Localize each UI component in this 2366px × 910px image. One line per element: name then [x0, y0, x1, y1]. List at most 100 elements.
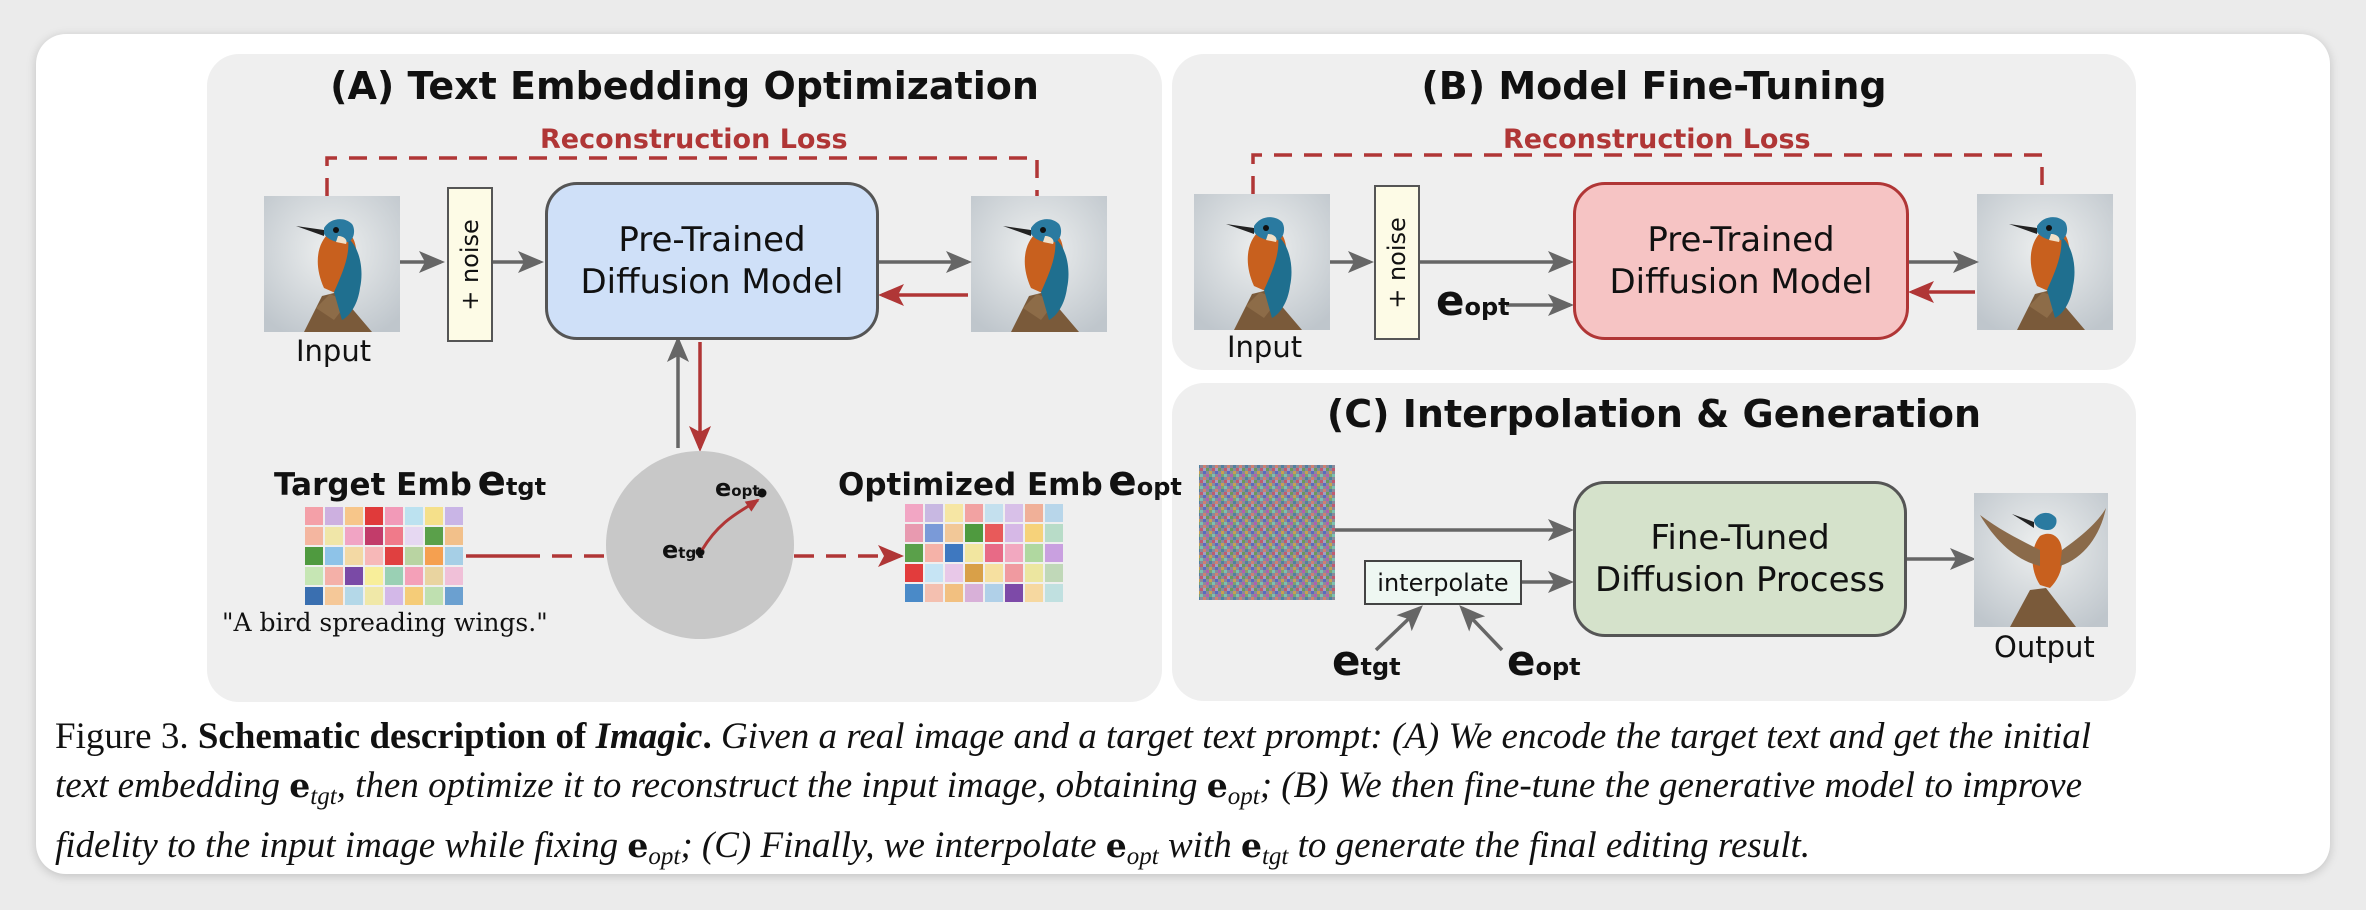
embedding-cell: [405, 507, 423, 525]
embedding-cell: [345, 527, 363, 545]
caption-line-1: Figure 3. Schematic description of Imagi…: [55, 716, 2091, 757]
embedding-cell: [905, 544, 923, 562]
panel-c-etgt-label: etgt: [1332, 636, 1401, 685]
embedding-cell: [325, 527, 343, 545]
model-a-line1: Pre-Trained: [618, 220, 806, 260]
panel-b-eopt-label: eopt: [1436, 276, 1510, 325]
target-embedding-grid: [305, 507, 463, 605]
embedding-cell: [425, 527, 443, 545]
embedding-cell: [985, 524, 1003, 542]
embedding-cell: [905, 504, 923, 522]
embedding-cell: [1045, 524, 1063, 542]
embedding-cell: [1045, 564, 1063, 582]
arrow-etgt-to-interp: [1374, 605, 1423, 652]
embedding-cell: [445, 527, 463, 545]
embedding-cell: [405, 527, 423, 545]
embedding-space-circle: [606, 451, 794, 639]
embedding-cell: [365, 527, 383, 545]
embedding-cell: [365, 567, 383, 585]
process-line2: Diffusion Process: [1595, 560, 1885, 600]
embedding-cell: [945, 544, 963, 562]
pretrained-model-a: Pre-Trained Diffusion Model: [545, 182, 879, 340]
embedding-cell: [445, 567, 463, 585]
arrow-eopt-to-interp: [1459, 605, 1504, 652]
embedding-cell: [385, 587, 403, 605]
noise-label-a: + noise: [456, 218, 484, 311]
embedding-cell: [1005, 524, 1023, 542]
prompt-text: "A bird spreading wings.": [222, 608, 548, 637]
embedding-cell: [445, 547, 463, 565]
embedding-cell: [905, 524, 923, 542]
embedding-cell: [385, 567, 403, 585]
embedding-cell: [925, 564, 943, 582]
embedding-cell: [305, 507, 323, 525]
embedding-cell: [305, 567, 323, 585]
embedding-cell: [985, 584, 1003, 602]
embedding-cell: [945, 564, 963, 582]
pretrained-model-b: Pre-Trained Diffusion Model: [1573, 182, 1909, 340]
embedding-cell: [325, 507, 343, 525]
embedding-cell: [305, 587, 323, 605]
embedding-cell: [425, 547, 443, 565]
embedding-cell: [305, 527, 323, 545]
embedding-cell: [365, 507, 383, 525]
embedding-cell: [345, 507, 363, 525]
circle-eopt-label: eopt: [715, 474, 760, 502]
embedding-cell: [345, 587, 363, 605]
caption-line-2: text embedding etgt, then optimize it to…: [55, 765, 2083, 810]
embedding-cell: [1005, 564, 1023, 582]
embedding-cell: [445, 507, 463, 525]
embedding-cell: [965, 524, 983, 542]
output-image: [1974, 493, 2108, 627]
embedding-cell: [1045, 584, 1063, 602]
embedding-cell: [405, 567, 423, 585]
reconstruction-loss-line-a: [325, 156, 1039, 196]
embedding-cell: [925, 524, 943, 542]
embedding-cell: [905, 564, 923, 582]
embedding-cell: [945, 504, 963, 522]
model-b-line2: Diffusion Model: [1609, 262, 1873, 302]
embedding-cell: [1005, 584, 1023, 602]
embedding-cell: [425, 507, 443, 525]
caption-line-3: fidelity to the input image while fixing…: [55, 825, 1811, 870]
embedding-cell: [405, 547, 423, 565]
panel-b-title: (B) Model Fine-Tuning: [1421, 64, 1887, 108]
embedding-cell: [1045, 504, 1063, 522]
panel-b-loss-label: Reconstruction Loss: [1503, 124, 1811, 155]
interpolate-box: interpolate: [1364, 560, 1522, 605]
embedding-cell: [1025, 504, 1043, 522]
panel-c-eopt-label: eopt: [1507, 636, 1581, 685]
embedding-cell: [1005, 504, 1023, 522]
embedding-cell: [385, 507, 403, 525]
embedding-cell: [925, 544, 943, 562]
embedding-cell: [405, 587, 423, 605]
embedding-cell: [985, 544, 1003, 562]
panel-a-input-label: Input: [296, 334, 372, 368]
noise-box-b: + noise: [1374, 185, 1420, 340]
circle-etgt-label: etgt: [662, 536, 704, 564]
embedding-cell: [925, 584, 943, 602]
process-line1: Fine-Tuned: [1650, 518, 1830, 558]
embedding-cell: [1025, 524, 1043, 542]
embedding-cell: [325, 547, 343, 565]
embedding-cell: [1025, 544, 1043, 562]
output-label: Output: [1994, 630, 2095, 664]
embedding-cell: [1025, 584, 1043, 602]
embedding-cell: [905, 584, 923, 602]
embedding-cell: [425, 567, 443, 585]
embedding-cell: [945, 524, 963, 542]
embedding-cell: [965, 584, 983, 602]
target-emb-label: Target Emb etgt: [274, 456, 547, 505]
embedding-cell: [325, 567, 343, 585]
embedding-cell: [445, 587, 463, 605]
panel-b-input-label: Input: [1227, 330, 1303, 364]
noise-image: [1199, 465, 1335, 600]
panel-a-title: (A) Text Embedding Optimization: [330, 64, 1039, 108]
embedding-cell: [365, 547, 383, 565]
reconstructed-image-b: [1977, 194, 2113, 330]
embedding-cell: [965, 564, 983, 582]
reconstructed-image-a: [971, 196, 1107, 332]
embedding-cell: [1005, 544, 1023, 562]
model-b-line1: Pre-Trained: [1647, 220, 1835, 260]
